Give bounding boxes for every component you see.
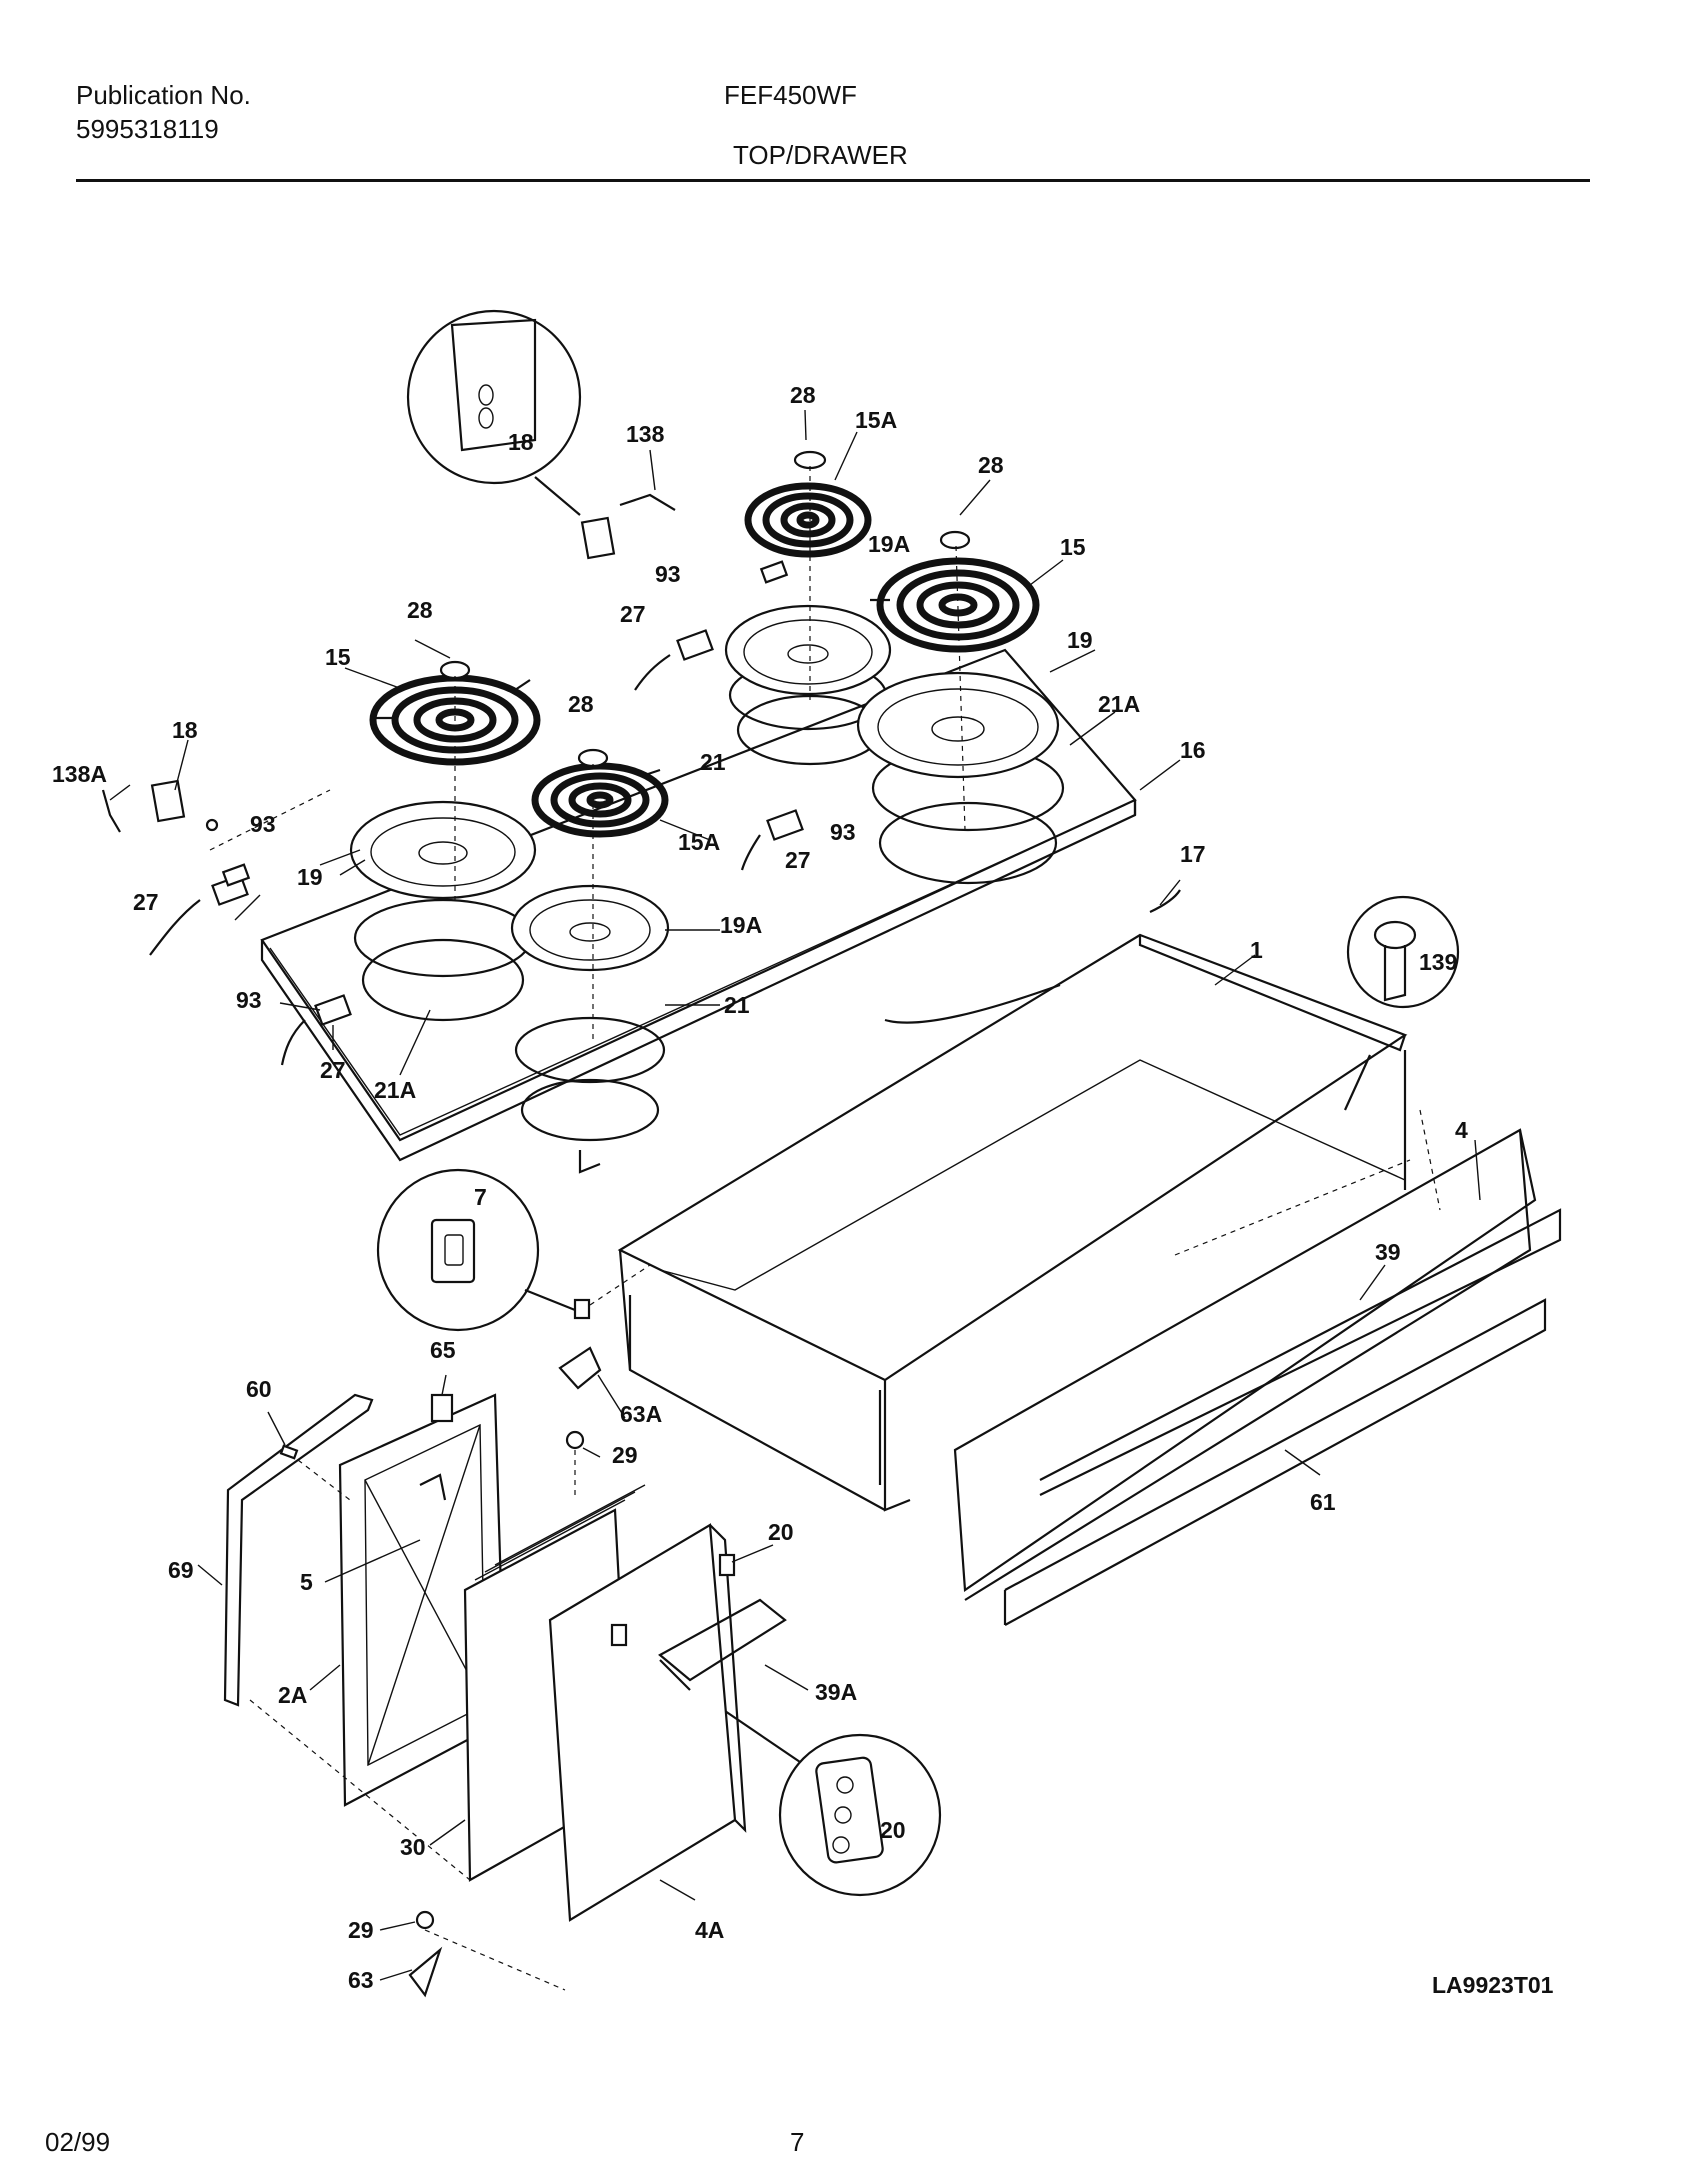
callout-39a: 39A xyxy=(815,1679,857,1705)
callout-19a-left: 19A xyxy=(720,912,762,938)
callout-60: 60 xyxy=(246,1376,272,1402)
detail-circle-7 xyxy=(376,1168,591,1332)
callout-28-back: 28 xyxy=(790,382,816,408)
callout-21a-front: 21A xyxy=(374,1077,416,1103)
callout-30: 30 xyxy=(400,1834,426,1860)
callout-28-mid: 28 xyxy=(568,691,594,717)
callout-21-back: 21 xyxy=(700,749,726,775)
callout-63a: 63A xyxy=(620,1401,662,1427)
header-rule xyxy=(76,179,1590,182)
drawing-id: LA9923T01 xyxy=(1432,1972,1554,1998)
callout-7: 7 xyxy=(474,1184,487,1210)
callout-29-top: 29 xyxy=(612,1442,638,1468)
callout-69: 69 xyxy=(168,1557,194,1583)
detail-circle-18 xyxy=(406,309,582,516)
element-left-small xyxy=(531,748,669,838)
callout-138a: 138A xyxy=(52,761,107,787)
callout-93-left: 93 xyxy=(250,811,276,837)
callout-1: 1 xyxy=(1250,937,1263,963)
detail-circle-20 xyxy=(649,1659,942,1897)
section-title: TOP/DRAWER xyxy=(733,140,908,170)
drip-bowls xyxy=(349,604,1065,1084)
callout-19a-back: 19A xyxy=(868,531,910,557)
brackets xyxy=(101,493,676,833)
door-panel-4a xyxy=(548,1523,747,1922)
publication-label: Publication No. xyxy=(76,80,251,110)
callout-labels: 18 138 28 15A 28 15 19A 93 27 28 15 19 2… xyxy=(52,382,1468,1993)
callout-61: 61 xyxy=(1310,1489,1336,1515)
element-right-large xyxy=(870,530,1040,653)
callout-15-right: 15 xyxy=(1060,534,1086,560)
callout-139: 139 xyxy=(1419,949,1457,975)
callout-15a-back: 15A xyxy=(855,407,897,433)
callout-21a-right: 21A xyxy=(1098,691,1140,717)
callout-39: 39 xyxy=(1375,1239,1401,1265)
callout-63: 63 xyxy=(348,1967,374,1993)
callout-16: 16 xyxy=(1180,737,1206,763)
callout-138: 138 xyxy=(626,421,665,447)
callout-27-back: 27 xyxy=(620,601,646,627)
callout-93-front: 93 xyxy=(236,987,262,1013)
callout-4a: 4A xyxy=(695,1917,724,1943)
gasket-69 xyxy=(223,1393,374,1707)
callout-21-front: 21 xyxy=(724,992,750,1018)
callout-2a: 2A xyxy=(278,1682,307,1708)
assembly-lines xyxy=(209,466,1441,1991)
callout-19-right: 19 xyxy=(1067,627,1093,653)
callout-17: 17 xyxy=(1180,841,1206,867)
callout-27-mid: 27 xyxy=(785,847,811,873)
callout-29-bottom: 29 xyxy=(348,1917,374,1943)
callout-28-left: 28 xyxy=(407,597,433,623)
element-left-large xyxy=(369,660,541,766)
callout-19-left: 19 xyxy=(297,864,323,890)
callout-20-top: 20 xyxy=(768,1519,794,1545)
receptacles xyxy=(149,560,804,1066)
callout-27-front: 27 xyxy=(320,1057,346,1083)
callout-65: 65 xyxy=(430,1337,456,1363)
publication-number: 5995318119 xyxy=(76,114,219,144)
trim-17 xyxy=(884,889,1181,1024)
callout-4: 4 xyxy=(1455,1117,1468,1143)
detail-circle-139 xyxy=(1343,895,1460,1111)
hardware-parts xyxy=(279,1346,736,1998)
footer-date: 02/99 xyxy=(45,2127,111,2157)
element-back-small xyxy=(744,450,872,558)
callout-15-left: 15 xyxy=(325,644,351,670)
callout-20-inset: 20 xyxy=(880,1817,906,1843)
drawer-body xyxy=(617,933,1562,1626)
footer-page-number: 7 xyxy=(790,2127,805,2157)
leader-lines xyxy=(109,409,1481,1981)
surface-elements xyxy=(369,450,1040,838)
handle-39a xyxy=(658,1598,787,1691)
model-number: FEF450WF xyxy=(724,80,857,110)
callout-18-left: 18 xyxy=(172,717,198,743)
callout-28-right: 28 xyxy=(978,452,1004,478)
callout-15a-left: 15A xyxy=(678,829,720,855)
callout-18-inset: 18 xyxy=(508,429,534,455)
callout-93-back: 93 xyxy=(655,561,681,587)
callout-5: 5 xyxy=(300,1569,313,1595)
callout-27-left: 27 xyxy=(133,889,159,915)
callout-93-mid: 93 xyxy=(830,819,856,845)
